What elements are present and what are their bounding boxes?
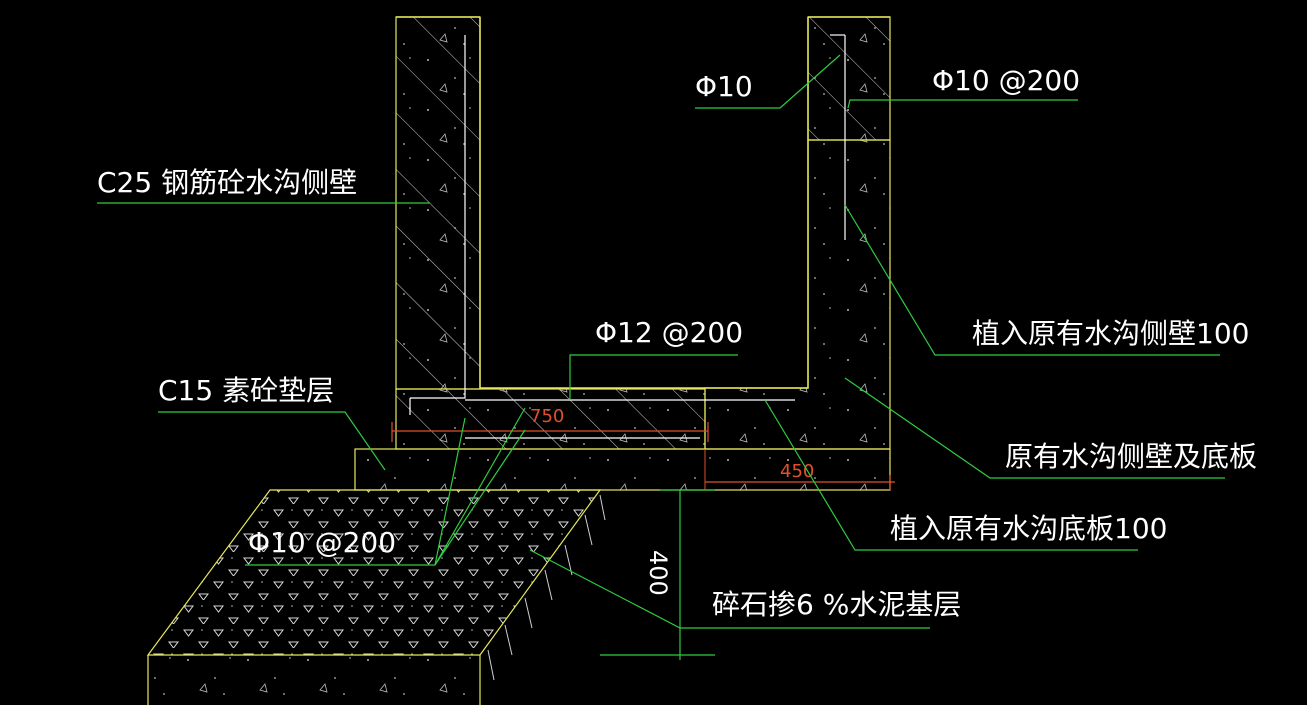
dimension-450: 450	[780, 461, 814, 482]
new-right-wall-top	[807, 16, 891, 141]
label-embed-bottom: 植入原有水沟底板100	[890, 512, 1167, 545]
label-cushion: C15 素砼垫层	[158, 374, 334, 407]
new-bottom-slab	[395, 388, 706, 450]
label-phi10-top-right: Φ10 @200	[932, 64, 1080, 97]
existing-ditch-wall	[704, 139, 891, 450]
gravel-base	[146, 489, 606, 705]
label-existing: 原有水沟侧壁及底板	[1005, 440, 1257, 473]
label-phi12: Φ12 @200	[595, 316, 743, 349]
ditch-inner-outline	[479, 17, 809, 389]
label-side-wall: C25 钢筋砼水沟侧壁	[97, 166, 357, 199]
label-phi10-top: Φ10	[695, 70, 753, 103]
rebar	[409, 34, 846, 439]
leader-lines	[97, 54, 1225, 629]
dimension-lines	[391, 422, 895, 660]
dimension-750: 750	[530, 406, 564, 427]
label-embed-wall: 植入原有水沟侧壁100	[972, 317, 1249, 350]
dimension-400: 400	[644, 550, 672, 596]
label-phi10-left: Φ10 @200	[248, 526, 396, 559]
cushion-layer	[354, 448, 891, 491]
label-gravel: 碎石掺6 %水泥基层	[712, 588, 961, 621]
